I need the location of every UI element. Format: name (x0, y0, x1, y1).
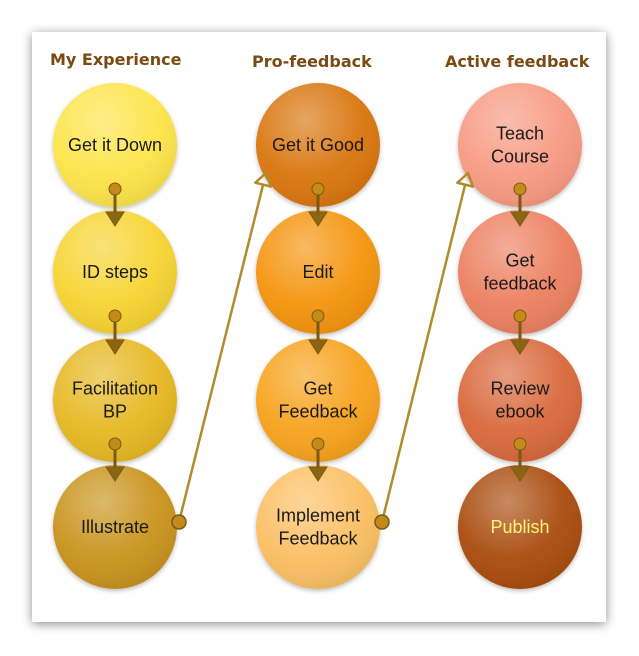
column-title-active-feedback: Active feedback (445, 52, 590, 71)
down-arrow-connector (105, 309, 125, 355)
node-implement-feedback (256, 465, 380, 589)
node-get-feedback (458, 210, 582, 334)
node-id-steps (53, 210, 177, 334)
down-arrow-connector (308, 182, 328, 227)
node-label-illustrate: Illustrate (81, 517, 149, 537)
node-teach-course (458, 83, 582, 207)
diagonal-arrow-connector (171, 171, 273, 530)
node-review-ebook (458, 338, 582, 462)
down-arrow-connector (105, 437, 125, 482)
node-label-id-steps: ID steps (82, 262, 148, 282)
down-arrow-connector (510, 309, 530, 355)
node-label-edit: Edit (302, 262, 333, 282)
down-arrow-connector (510, 437, 530, 482)
node-publish (458, 465, 582, 589)
node-illustrate (53, 465, 177, 589)
node-edit (256, 210, 380, 334)
down-arrow-connector (105, 182, 125, 227)
down-arrow-connector (308, 437, 328, 482)
node-facilitation-bp (53, 338, 177, 462)
node-get-it-good (256, 83, 380, 207)
down-arrow-connector (510, 182, 530, 227)
node-get-feedback (256, 338, 380, 462)
node-label-publish: Publish (490, 517, 549, 537)
down-arrow-connector (308, 309, 328, 355)
diagonal-arrow-connector (374, 171, 475, 530)
node-label-get-it-good: Get it Good (272, 135, 364, 155)
node-get-it-down (53, 83, 177, 207)
column-title-my-experience: My Experience (50, 50, 182, 69)
column-title-pro-feedback: Pro-feedback (252, 52, 372, 71)
node-label-get-it-down: Get it Down (68, 135, 162, 155)
